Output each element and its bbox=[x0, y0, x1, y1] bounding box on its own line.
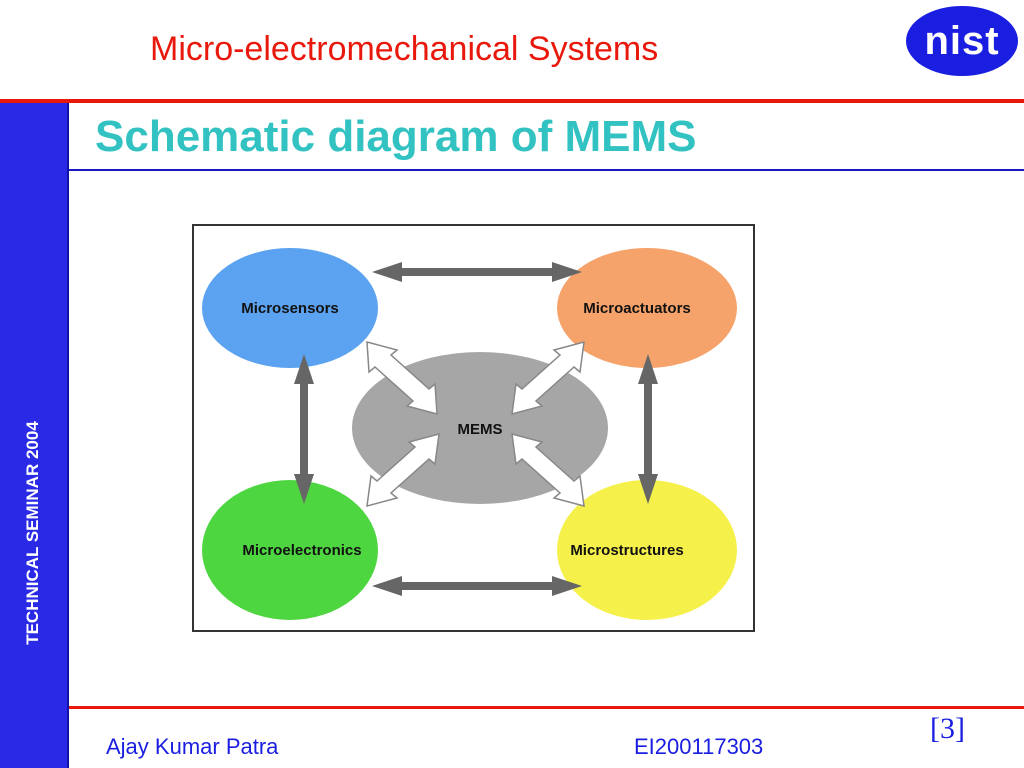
arrow-diag-tr bbox=[511, 340, 585, 416]
title-divider bbox=[69, 169, 1024, 171]
slide-title: Schematic diagram of MEMS bbox=[95, 112, 697, 161]
arrow-bottom bbox=[372, 576, 582, 596]
page-number: [3] bbox=[930, 712, 965, 745]
microstructures-label: Microstructures bbox=[570, 542, 683, 559]
sidebar-label: TECHNICAL SEMINAR 2004 bbox=[23, 421, 42, 645]
mems-label: MEMS bbox=[458, 421, 503, 438]
nist-logo: nist bbox=[906, 6, 1018, 76]
sidebar-band: TECHNICAL SEMINAR 2004 bbox=[0, 103, 69, 768]
top-divider bbox=[0, 99, 1024, 103]
arrow-top bbox=[372, 262, 582, 282]
arrow-diag-br bbox=[511, 432, 585, 508]
bottom-divider bbox=[69, 706, 1024, 709]
arrow-diag-tl bbox=[366, 341, 438, 415]
dark-arrows bbox=[294, 262, 658, 596]
presentation-title: Micro-electromechanical Systems bbox=[150, 30, 659, 68]
footer-author: Ajay Kumar Patra bbox=[106, 734, 279, 759]
microactuators-label: Microactuators bbox=[583, 300, 691, 317]
arrow-diag-bl bbox=[366, 432, 440, 508]
microelectronics-label: Microelectronics bbox=[242, 542, 361, 559]
arrow-right bbox=[638, 354, 658, 504]
microsensors-label: Microsensors bbox=[241, 300, 339, 317]
microstructures-node bbox=[557, 480, 737, 620]
arrow-left bbox=[294, 354, 314, 504]
light-arrows bbox=[366, 340, 585, 508]
microelectronics-node bbox=[202, 480, 378, 620]
footer-student-id: EI200117303 bbox=[634, 734, 764, 759]
mems-diagram: Microsensors Microactuators MEMS Microel… bbox=[192, 224, 755, 632]
microactuators-node bbox=[557, 248, 737, 368]
microsensors-node bbox=[202, 248, 378, 368]
